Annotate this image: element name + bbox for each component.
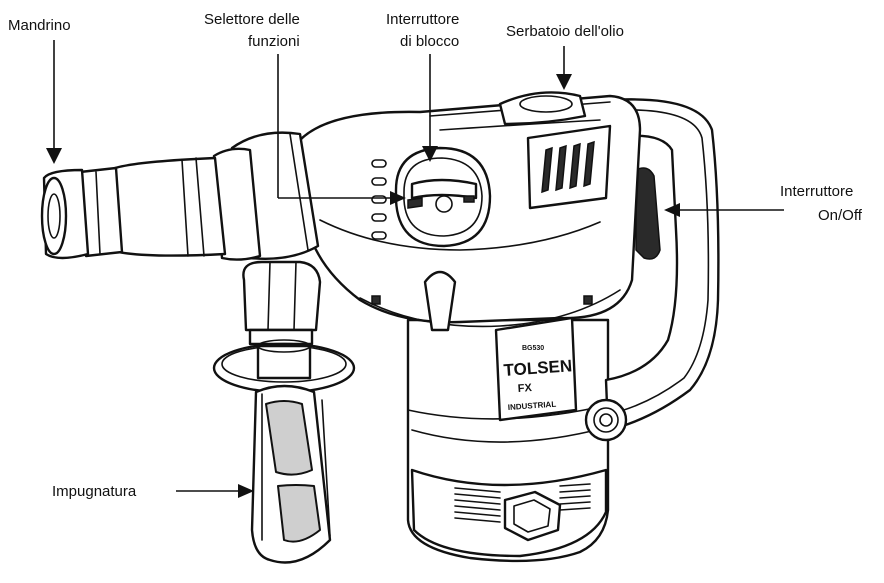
top-vent bbox=[526, 124, 612, 210]
brand-series: INDUSTRIAL bbox=[508, 400, 557, 412]
motor-vents bbox=[454, 483, 591, 523]
auxiliary-grip bbox=[250, 384, 332, 564]
label-onoff-2: On/Off bbox=[818, 207, 863, 224]
side-handle-clamp bbox=[242, 260, 322, 346]
callouts: Mandrino Selettore delle funzioni Interr… bbox=[8, 11, 863, 500]
oil-tank-cap bbox=[498, 91, 587, 126]
lock-switch bbox=[410, 178, 478, 200]
label-impugnatura: Impugnatura bbox=[52, 483, 137, 500]
indicator-slots bbox=[371, 159, 387, 240]
brand-plate: BG530 TOLSEN FX INDUSTRIAL bbox=[494, 316, 578, 422]
label-serbatoio: Serbatoio dell'olio bbox=[506, 23, 624, 40]
label-selettore-2: funzioni bbox=[248, 33, 300, 50]
model-number: BG530 bbox=[522, 345, 544, 352]
trigger-switch bbox=[635, 167, 661, 260]
rear-handle bbox=[584, 98, 720, 442]
chuck bbox=[40, 156, 227, 260]
label-onoff-1: Interruttore bbox=[780, 183, 853, 200]
function-selector-dial bbox=[394, 146, 492, 248]
label-mandrino: Mandrino bbox=[8, 17, 71, 34]
label-blocco-1: Interruttore bbox=[386, 11, 459, 28]
brand-name: TOLSEN bbox=[503, 356, 573, 380]
label-selettore-1: Selettore delle bbox=[204, 11, 300, 28]
handle-disc bbox=[212, 339, 356, 394]
cord-strain-relief bbox=[584, 398, 628, 442]
label-blocco-2: di blocco bbox=[400, 33, 459, 50]
brand-sub: FX bbox=[517, 382, 533, 395]
front-collar bbox=[212, 131, 320, 261]
